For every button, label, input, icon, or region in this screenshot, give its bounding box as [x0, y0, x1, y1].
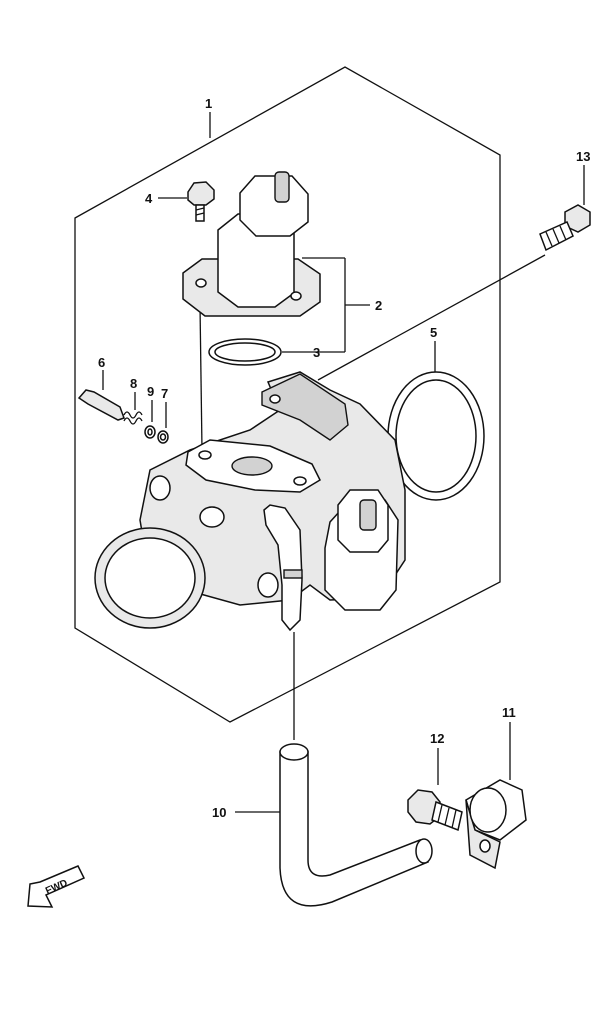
screw-part-6 — [77, 389, 125, 421]
o-ring-part-7 — [157, 430, 169, 444]
callout-1: 1 — [205, 96, 212, 111]
callout-5: 5 — [430, 325, 437, 340]
spring-part-8 — [123, 411, 143, 425]
throttle-body-part-1 — [94, 371, 406, 632]
leader-lines — [102, 112, 585, 813]
callout-12: 12 — [430, 731, 444, 746]
callout-8: 8 — [130, 376, 137, 391]
bolt-part-13 — [539, 204, 591, 252]
o-ring-part-3 — [208, 338, 282, 366]
callout-3: 3 — [313, 345, 320, 360]
callout-4: 4 — [145, 191, 153, 206]
bolt-part-12 — [407, 789, 463, 832]
assembly-box — [74, 66, 501, 723]
washer-part-9 — [144, 425, 156, 439]
callout-13: 13 — [576, 149, 590, 164]
callout-labels: 1 2 3 4 5 6 7 8 9 10 11 12 13 — [98, 96, 590, 820]
clamp-part-11 — [465, 779, 527, 870]
callout-7: 7 — [161, 386, 168, 401]
callout-6: 6 — [98, 355, 105, 370]
callout-10: 10 — [212, 805, 226, 820]
callout-9: 9 — [147, 384, 154, 399]
sensor-part-2 — [182, 171, 321, 317]
bolt-part-4 — [187, 181, 215, 222]
fwd-arrow: FWD — [27, 865, 86, 908]
hose-part-10 — [279, 743, 433, 907]
callout-2: 2 — [375, 298, 382, 313]
callout-11: 11 — [502, 705, 516, 720]
